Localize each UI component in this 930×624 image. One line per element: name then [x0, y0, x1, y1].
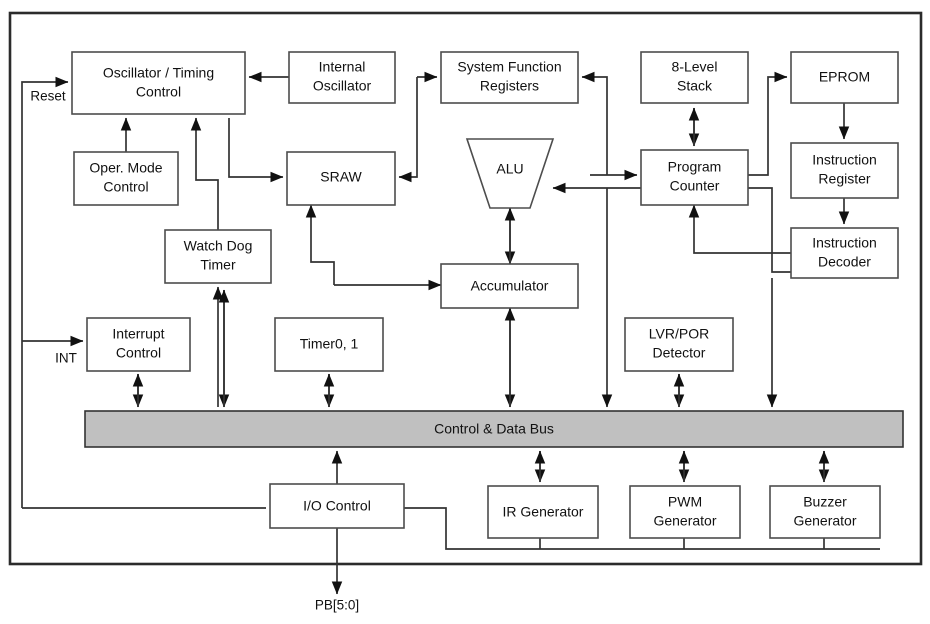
program-counter-label-line2: Counter	[670, 178, 720, 194]
block-pwm-generator[interactable]: PWM Generator	[629, 485, 741, 539]
block-control-data-bus[interactable]: Control & Data Bus	[84, 410, 904, 448]
block-accumulator[interactable]: Accumulator	[440, 263, 579, 309]
watch-dog-timer-label-line1: Watch Dog	[184, 238, 253, 254]
eight-level-stack-label-line1: 8-Level	[672, 59, 718, 75]
wire-pc-to-eprom	[748, 71, 788, 176]
wire-layer	[21, 71, 880, 595]
interrupt-control-label-line2: Control	[116, 345, 161, 361]
block-internal-oscillator[interactable]: Internal Oscillator	[288, 51, 396, 104]
wire-io-control-to-generator-rail	[404, 507, 880, 550]
watch-dog-timer-label-line2: Timer	[200, 257, 236, 273]
pwm-generator-label-line1: PWM	[668, 494, 702, 510]
wire-accumulator-to-sraw	[305, 204, 335, 285]
instruction-decoder-label-line1: Instruction	[812, 235, 877, 251]
block-interrupt-control[interactable]: Interrupt Control	[86, 317, 191, 372]
block-alu[interactable]: ALU	[465, 138, 555, 209]
block-oscillator-timing-control[interactable]: Oscillator / Timing Control	[71, 51, 246, 115]
accumulator-label: Accumulator	[471, 278, 549, 294]
eprom-label: EPROM	[819, 69, 870, 85]
block-sraw[interactable]: SRAW	[286, 151, 396, 206]
pwm-generator-label-line2: Generator	[653, 513, 716, 529]
int-signal-label: INT	[55, 351, 77, 366]
block-eprom[interactable]: EPROM	[790, 51, 899, 104]
buzzer-generator-label-line2: Generator	[793, 513, 856, 529]
instruction-register-label-line2: Register	[818, 171, 870, 187]
block-buzzer-generator[interactable]: Buzzer Generator	[769, 485, 881, 539]
buzzer-generator-label-line1: Buzzer	[803, 494, 847, 510]
block-program-counter[interactable]: Program Counter	[640, 149, 749, 206]
lvr-por-detector-label-line1: LVR/POR	[649, 326, 709, 342]
control-data-bus-label: Control & Data Bus	[434, 421, 554, 437]
block-system-function-registers[interactable]: System Function Registers	[440, 51, 579, 104]
internal-oscillator-label-line2: Oscillator	[313, 78, 372, 94]
alu-label: ALU	[496, 161, 523, 177]
program-counter-label-line1: Program	[668, 159, 722, 175]
block-instruction-register[interactable]: Instruction Register	[790, 142, 899, 199]
interrupt-control-label-line1: Interrupt	[112, 326, 164, 342]
wire-reset-to-oscillator	[21, 76, 69, 508]
eight-level-stack-label-line2: Stack	[677, 78, 713, 94]
internal-oscillator-label-line1: Internal	[319, 59, 366, 75]
oscillator-timing-control-label-line1: Oscillator / Timing	[103, 65, 214, 81]
io-control-label: I/O Control	[303, 498, 371, 514]
wire-oscillator-to-sfr-feed	[398, 77, 418, 183]
block-ir-generator[interactable]: IR Generator	[487, 485, 599, 539]
wire-pc-to-sfr	[581, 71, 608, 175]
sraw-label: SRAW	[320, 169, 362, 185]
block-instruction-decoder[interactable]: Instruction Decoder	[790, 227, 899, 279]
pb-signal-label: PB[5:0]	[315, 598, 359, 613]
reset-signal-label: Reset	[30, 89, 66, 104]
diagram-outer-frame	[8, 11, 923, 566]
system-function-registers-label-line1: System Function	[457, 59, 561, 75]
wire-decoder-to-program-counter	[688, 204, 791, 254]
timer0-1-label: Timer0, 1	[300, 336, 359, 352]
instruction-register-label-line1: Instruction	[812, 152, 877, 168]
wire-watchdog-to-oscillator	[190, 117, 219, 230]
ir-generator-label: IR Generator	[503, 504, 584, 520]
block-eight-level-stack[interactable]: 8-Level Stack	[640, 51, 749, 104]
block-oper-mode-control[interactable]: Oper. Mode Control	[73, 151, 179, 206]
block-timer0-1[interactable]: Timer0, 1	[274, 317, 384, 372]
instruction-decoder-label-line2: Decoder	[818, 254, 871, 270]
block-lvr-por-detector[interactable]: LVR/POR Detector	[624, 317, 734, 372]
oper-mode-control-label-line1: Oper. Mode	[89, 160, 162, 176]
lvr-por-detector-label-line2: Detector	[653, 345, 706, 361]
block-io-control[interactable]: I/O Control	[269, 483, 405, 529]
block-watch-dog-timer[interactable]: Watch Dog Timer	[164, 229, 272, 284]
wire-oscillator-to-sraw	[228, 118, 284, 183]
oscillator-timing-control-label-line2: Control	[136, 84, 181, 100]
oper-mode-control-label-line2: Control	[103, 179, 148, 195]
system-function-registers-label-line2: Registers	[480, 78, 539, 94]
